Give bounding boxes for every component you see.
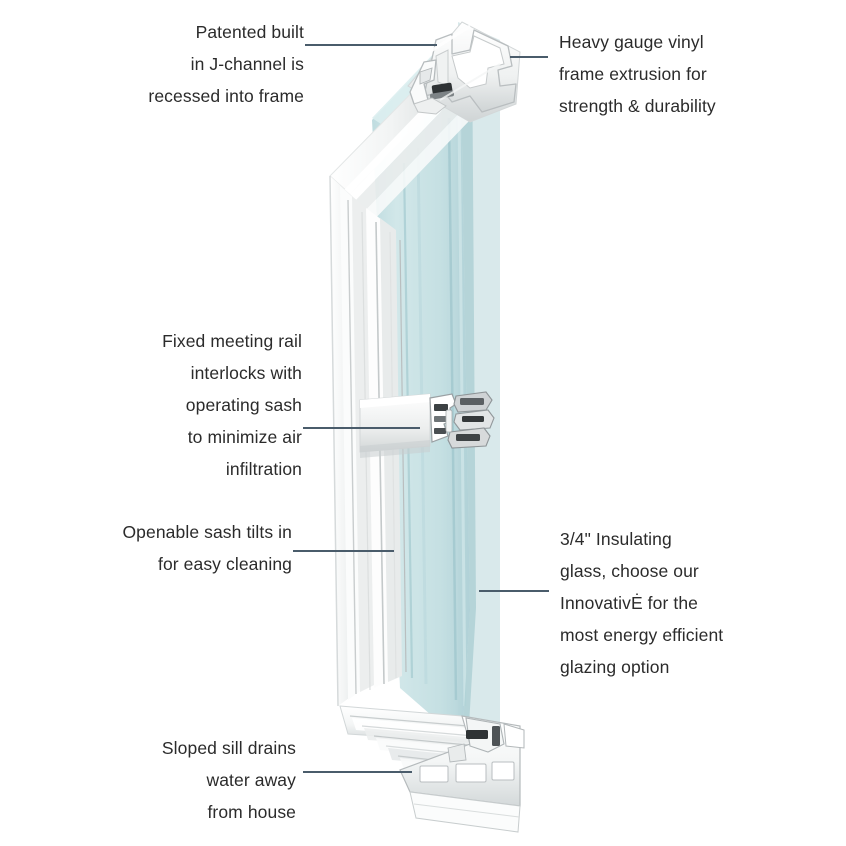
meeting-rail-cross-section xyxy=(359,391,495,458)
callout-sloped-sill: Sloped sill drains water away from house xyxy=(161,738,296,822)
leader-lines-group xyxy=(293,43,549,774)
top-frame-cross-section xyxy=(407,21,521,123)
callout-tilt-in-sash: Openable sash tilts in for easy cleaning xyxy=(122,522,292,574)
sloped-sill-cross-section xyxy=(339,705,525,833)
callout-vinyl-frame: Heavy gauge vinyl frame extrusion for st… xyxy=(559,32,716,116)
callout-insulating-glass: 3/4" Insulating glass, choose our Innova… xyxy=(560,529,724,677)
callout-j-channel: Patented built in J-channel is recessed … xyxy=(148,22,304,106)
callout-meeting-rail: Fixed meeting rail interlocks with opera… xyxy=(162,331,302,479)
insulated-glass-unit xyxy=(372,22,500,745)
